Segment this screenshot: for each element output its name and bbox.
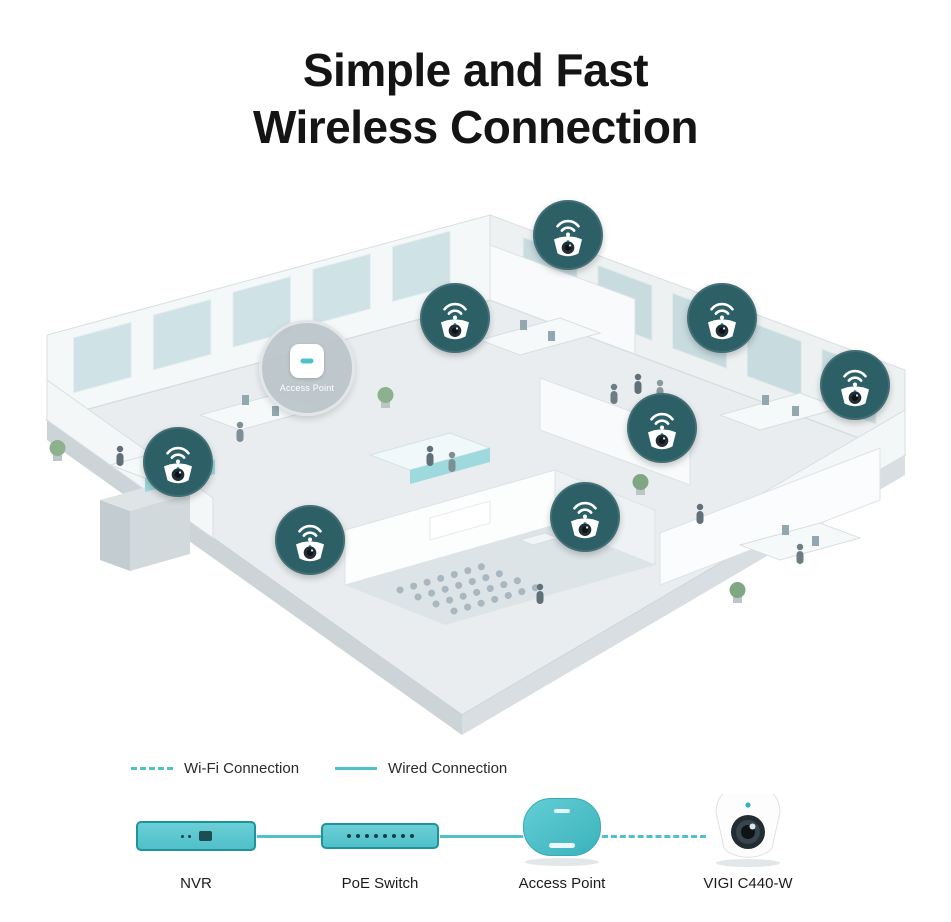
access-point-device [523,798,601,856]
wifi-dome-camera-icon [708,302,736,340]
ap-shadow [525,858,599,866]
wifi-dome-camera-icon [164,446,192,484]
camera-badge [687,283,757,353]
dome-camera-icon [648,429,676,450]
dome-camera-icon [296,541,324,562]
wifi-dashed-line-icon [131,767,173,770]
vigi-camera-label: VIGI C440-W [703,875,793,892]
dome-camera-icon [164,463,192,484]
dome-camera-icon [571,518,599,539]
dome-camera-icon [841,386,869,407]
poe-port-icon [391,834,396,838]
wifi-dome-camera-icon [841,369,869,407]
nvr-led-icon [187,834,191,838]
nvr-device-icon [136,821,256,851]
monitors [242,320,819,546]
access-point-label: Access Point [518,875,606,892]
wifi-connector-ap-camera [602,835,706,838]
plants [49,387,746,603]
legend-wired-label: Wired Connection [388,760,508,777]
wifi-icon [443,302,467,315]
wired-solid-line-icon [335,767,378,770]
camera-badge [143,427,213,497]
conference-seats [396,562,542,615]
camera-badge [550,482,620,552]
poe-switch-label: PoE Switch [341,875,419,892]
legend-wifi-label: Wi-Fi Connection [184,760,300,777]
wifi-dome-camera-icon [571,501,599,539]
access-point-badge-label: Access Point [279,382,335,393]
conference-screen [429,500,491,541]
poe-port-icon [382,834,387,838]
dome-camera-icon [708,319,736,340]
poe-port-icon [355,834,360,838]
nvr-label: NVR [180,875,212,892]
wifi-dome-camera-icon [648,412,676,450]
camera-badge [627,393,697,463]
camera-badge [420,283,490,353]
poe-port-icon [409,834,414,838]
legend-wifi: Wi-Fi Connection [131,760,299,777]
wifi-dome-camera-icon [296,524,324,562]
camera-badge [820,350,890,420]
poe-port-icon [400,834,405,838]
wifi-icon [166,446,190,459]
title-line-2: Wireless Connection [252,101,699,154]
wired-connector-nvr-poe [257,835,321,838]
access-point-badge: Access Point [259,320,355,416]
nvr-led-icon [180,834,184,838]
wifi-icon [573,501,597,514]
dome-camera-icon [554,236,582,257]
poe-port-icon [364,834,369,838]
title-line-1: Simple and Fast [302,44,649,96]
poe-port-icon [346,834,351,838]
nvr-display-icon [198,831,212,841]
wifi-icon [556,219,580,232]
legend-wired: Wired Connection [335,760,507,777]
wifi-icon [650,412,674,425]
wifi-dome-camera-icon [554,219,582,257]
wifi-dome-camera-icon [441,302,469,340]
camera-badge [533,200,603,270]
legend: Wi-Fi Connection Wired Connection [131,760,507,777]
wired-connector-poe-ap [440,835,523,838]
people [116,373,804,604]
poe-switch-device-icon [321,823,439,849]
access-point-device-icon [290,343,324,378]
wifi-icon [843,369,867,382]
poe-port-icon [373,834,378,838]
camera-badge [275,505,345,575]
wifi-icon [298,524,322,537]
vigi-camera-device-icon [715,794,781,867]
office-floorplan-illustration [45,214,907,735]
wifi-icon [710,302,734,315]
dome-camera-icon [441,319,469,340]
